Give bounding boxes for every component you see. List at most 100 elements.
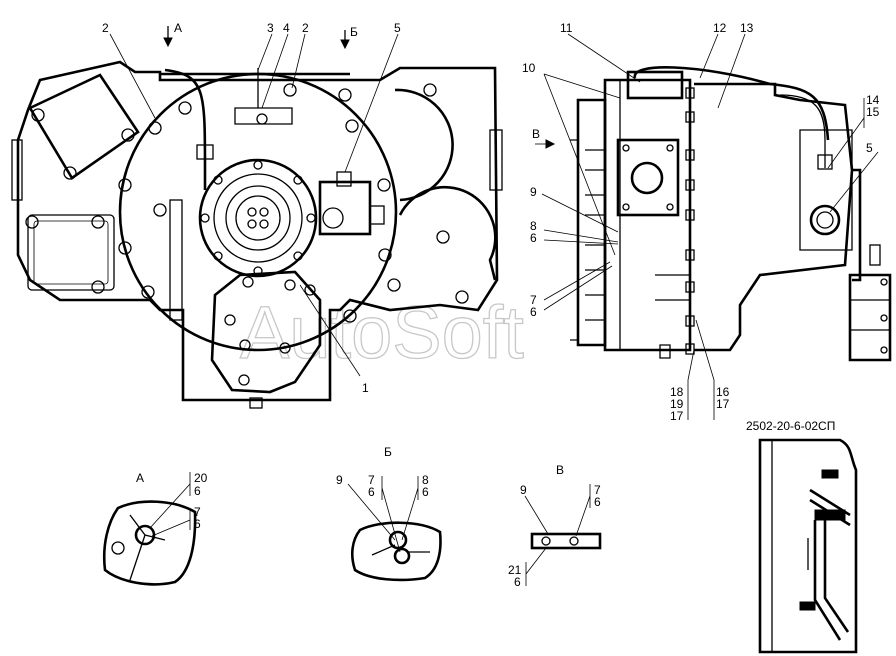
- pump-bolt-2: [284, 279, 296, 291]
- section-cap: [821, 469, 839, 479]
- housing-bolt-13: [387, 278, 401, 292]
- bottom-drain: [249, 397, 263, 409]
- housing-bolt-15: [455, 290, 469, 304]
- pump-bolt-5: [279, 342, 291, 354]
- detail-a-callout-7: 7: [194, 505, 201, 519]
- leader-18-19-17: [687, 349, 695, 420]
- right-flange-rail: [852, 168, 862, 282]
- watermark: AutoSoft: [240, 291, 524, 374]
- callout-8: 8: [530, 219, 537, 233]
- hub-mid: [213, 173, 303, 263]
- detail-a-outline: [102, 500, 197, 586]
- right-port-inner: [816, 211, 834, 229]
- hub-bolt-1: [253, 160, 263, 170]
- front-view: 2 А 3 4 2 Б 5 1: [11, 21, 503, 409]
- housing-bolt-2: [118, 241, 132, 255]
- oil-line-left: [164, 68, 207, 190]
- pump-bolt-3: [304, 284, 316, 296]
- leader-16-17: [695, 319, 715, 420]
- detail-v-callout-7: 7: [594, 483, 601, 497]
- pump-bolt-4: [239, 339, 251, 351]
- hub-bolt-3: [306, 213, 316, 223]
- gearbox-bolt-3: [880, 346, 888, 354]
- drawing-code: 2502-20-6-02СП: [746, 419, 835, 433]
- callout-7: 7: [530, 293, 537, 307]
- arrow-v-head: [545, 139, 556, 149]
- detail-a-callout-6b: 6: [194, 517, 201, 531]
- detail-v-callout-6b: 6: [514, 575, 521, 589]
- callout-15: 15: [866, 105, 880, 119]
- detail-v-nut-1: [541, 536, 551, 546]
- detail-b-leader-8: [401, 476, 419, 541]
- hub-hole-4: [259, 219, 269, 229]
- leader-5: [344, 33, 399, 173]
- valve-cap: [369, 205, 385, 225]
- detail-a-bolt: [111, 541, 125, 555]
- callout-arrow-v: В: [532, 127, 540, 141]
- center-plate-bolt-4: [666, 203, 674, 211]
- leader-12: [699, 33, 719, 79]
- top-cap: [626, 70, 684, 100]
- detail-v-title: В: [556, 463, 564, 477]
- center-plate-bolt-2: [666, 144, 674, 152]
- detail-v-callout-21: 21: [508, 563, 522, 577]
- bolt-column: [685, 87, 695, 355]
- hub-inner: [225, 185, 291, 251]
- detail-a: А 20 6 7 6: [102, 471, 208, 586]
- case-body: [603, 78, 692, 352]
- hub-bolt-6: [213, 251, 223, 261]
- hub-hole-1: [247, 207, 257, 217]
- detail-a-leader-7: [151, 510, 191, 537]
- detail-b-callout-8: 8: [422, 473, 429, 487]
- section-detail: [758, 438, 858, 654]
- top-bracket: [234, 107, 293, 125]
- bracket-bolt-1: [31, 108, 45, 122]
- section-outline: [758, 438, 858, 654]
- rib-lines: [585, 149, 605, 321]
- center-plate: [616, 138, 680, 217]
- pipe-right-upper: [779, 94, 826, 168]
- callout-5: 5: [394, 21, 401, 35]
- lower-gearbox: [848, 273, 892, 362]
- gearbox-bolt-2: [880, 314, 888, 322]
- hub-bolt-4: [293, 251, 303, 261]
- gearbox-bolt-1: [880, 278, 888, 286]
- arrow-a-head: [163, 37, 173, 48]
- leader-7-6: [543, 261, 613, 311]
- detail-v-leader-9: [524, 495, 549, 535]
- housing-bolt-7: [338, 88, 352, 102]
- housing-bolt-1: [118, 178, 132, 192]
- housing-bolt-10: [378, 248, 392, 262]
- housing-bolt-14: [436, 230, 450, 244]
- leader-13: [717, 33, 746, 109]
- leader-2a: [109, 33, 156, 119]
- ribs: [585, 149, 605, 321]
- detail-b-callout-7: 7: [368, 473, 375, 487]
- detail-b-callout-9: 9: [336, 473, 343, 487]
- callout-6a: 6: [530, 231, 537, 245]
- front-plate: [576, 98, 607, 347]
- valve-fitting: [336, 171, 352, 187]
- housing-bolt-5: [178, 101, 192, 115]
- callout-5-right: 5: [866, 141, 873, 155]
- callout-18: 18: [670, 385, 684, 399]
- col-bolt-6: [685, 249, 695, 261]
- right-port: [809, 204, 841, 236]
- lower-pump-body: [210, 270, 322, 394]
- detail-v-nut-2: [569, 536, 579, 546]
- callout-2b: 2: [302, 21, 309, 35]
- pump-bolt-7: [224, 314, 236, 326]
- detail-v-fitting-body: [530, 532, 602, 550]
- housing-bolt-6: [283, 83, 297, 97]
- right-stub: [869, 244, 881, 266]
- center-plate-bolt-1: [622, 144, 630, 152]
- callout-arrow-a: А: [174, 21, 182, 35]
- right-block: [799, 129, 853, 251]
- detail-v-callout-9: 9: [520, 483, 527, 497]
- detail-b-leader-7: [381, 476, 401, 553]
- cover-bolt-3: [25, 215, 39, 229]
- oil-line-fitting: [196, 144, 214, 160]
- detail-v-callout-6a: 6: [594, 495, 601, 509]
- callout-11: 11: [560, 21, 573, 35]
